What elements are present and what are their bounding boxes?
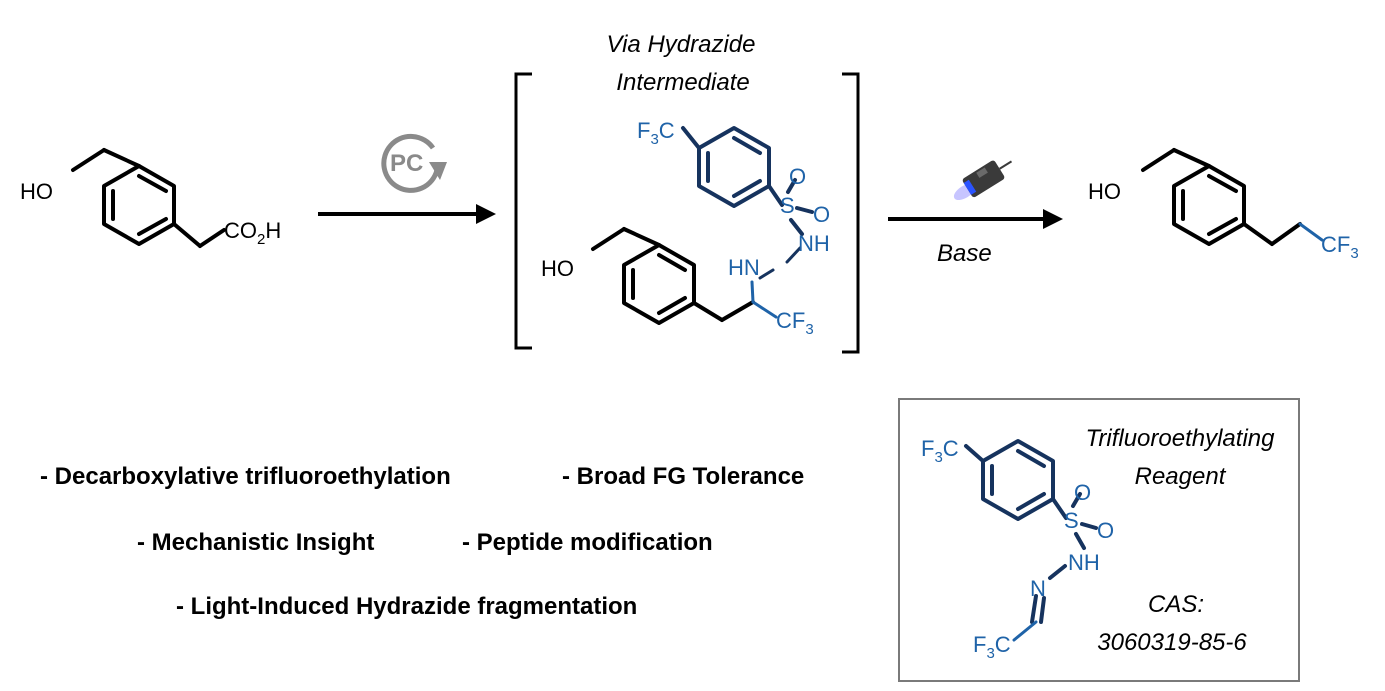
bullet-light-induced: - Light-Induced Hydrazide fragmentation (176, 593, 637, 620)
reagent-oxygen-right: O (1097, 518, 1114, 543)
product-cf3-label: CF3 (1321, 232, 1359, 262)
flashlight-icon (953, 160, 1013, 201)
bullet-mechanistic: - Mechanistic Insight (137, 529, 374, 556)
intermediate-cf3-aryl-label: F3C (637, 118, 675, 148)
intermediate-title-line1: Via Hydrazide (607, 31, 756, 58)
base-label: Base (937, 240, 992, 267)
bullet-decarboxylative: - Decarboxylative trifluoroethylation (40, 463, 451, 490)
reagent-title-line1: Trifluoroethylating (1086, 425, 1276, 452)
cycle-arrow-icon (381, 133, 447, 193)
bullet-fg-tolerance: - Broad FG Tolerance (562, 463, 804, 490)
starting-material (71, 148, 226, 248)
intermediate-hn-label: HN (728, 255, 760, 280)
reagent-title-line2: Reagent (1135, 463, 1227, 490)
intermediate-brackets (514, 72, 860, 354)
starting-ho-label: HO (20, 179, 53, 204)
intermediate-ho-label: HO (541, 256, 574, 281)
intermediate-oxygen-top: O (789, 164, 806, 189)
intermediate-aryl-sulfonyl (681, 126, 814, 236)
carboxylic-acid-label: CO2H (224, 218, 281, 248)
product (1141, 148, 1302, 246)
reagent-structure (964, 439, 1098, 624)
product-ho-label: HO (1088, 179, 1121, 204)
product-cf3-bond (1298, 222, 1324, 242)
reagent-cas-label: CAS: (1148, 591, 1204, 618)
bullet-peptide: - Peptide modification (462, 529, 713, 556)
reagent-sulfur-label: S (1064, 508, 1079, 533)
reagent-nh-label: NH (1068, 550, 1100, 575)
intermediate-nh-label: NH (798, 231, 830, 256)
intermediate-title-line2: Intermediate (616, 69, 749, 96)
reagent-n-label: N (1030, 576, 1046, 601)
reagent-oxygen-top: O (1074, 480, 1091, 505)
photocatalyst-label: PC (390, 150, 423, 177)
step1-arrowhead (476, 204, 496, 224)
intermediate-cf3-label: CF3 (776, 308, 814, 338)
intermediate-sulfur-label: S (780, 193, 795, 218)
reagent-box (898, 398, 1300, 682)
step2-arrowhead (1043, 209, 1063, 229)
intermediate-benzyl-alcohol (591, 227, 755, 325)
intermediate-sulfonyl-hydrazide-N (758, 246, 802, 280)
reagent-cf3-aryl-label: F3C (921, 436, 959, 466)
reagent-cf3-bond (1012, 620, 1038, 642)
intermediate-oxygen-right: O (813, 202, 830, 227)
reagent-cas-number: 3060319-85-6 (1097, 629, 1247, 656)
reagent-cf3-label: F3C (973, 632, 1011, 662)
intermediate-cf3-chain (750, 280, 778, 319)
